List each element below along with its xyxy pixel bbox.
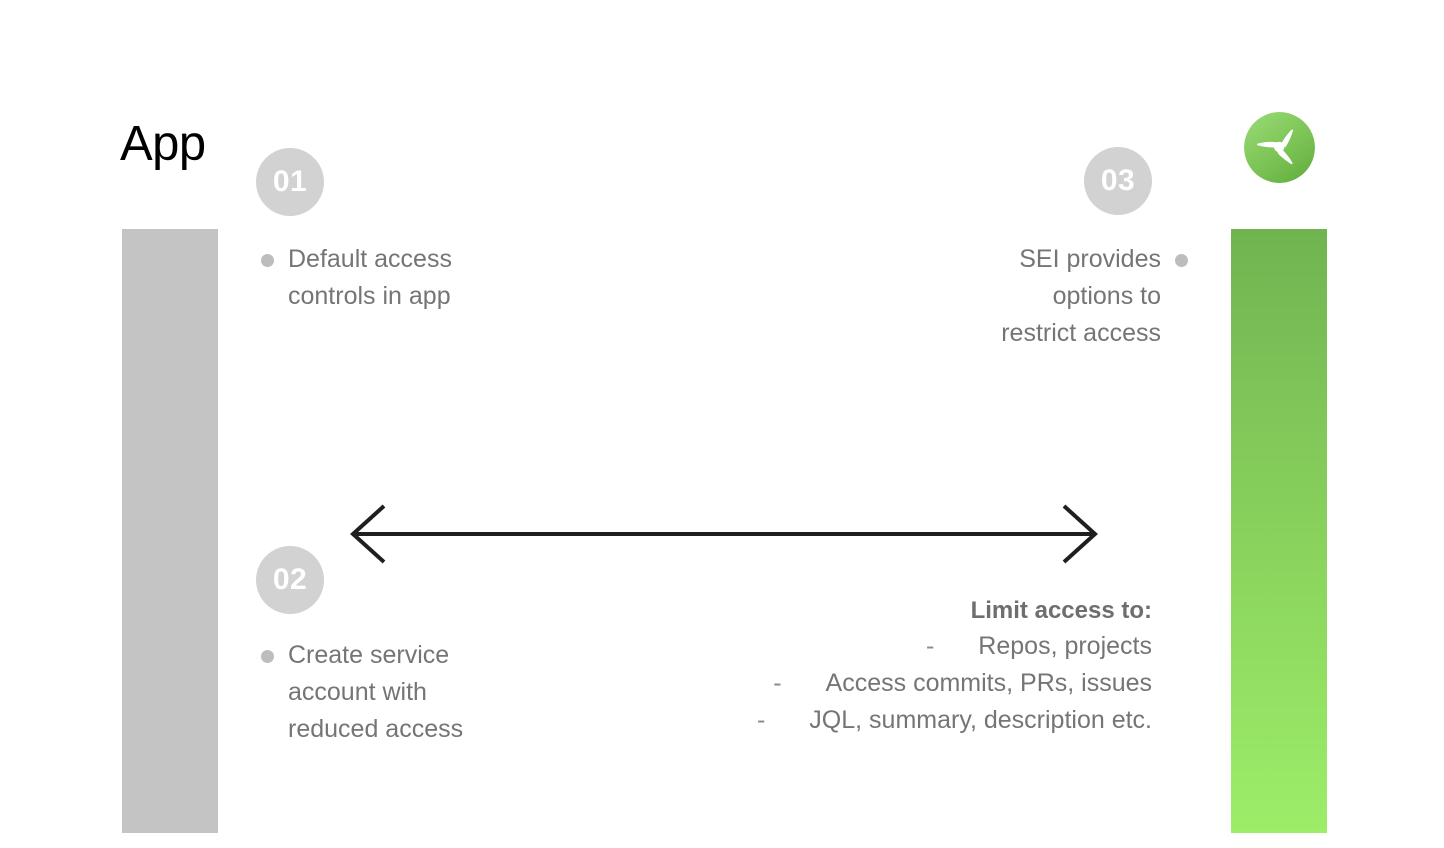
dash-marker: - <box>925 632 935 660</box>
limit-access-item: Access commits, PRs, issues <box>825 669 1152 697</box>
step-badge-02: 02 <box>256 546 324 614</box>
step-badge-03: 03 <box>1084 147 1152 215</box>
dash-marker: - <box>773 669 782 697</box>
step-item-03: SEI provides options to restrict access <box>958 241 1188 352</box>
limit-access-title: Limit access to: <box>970 597 1152 624</box>
dash-marker: - <box>756 706 766 734</box>
limit-access-item: JQL, summary, description etc. <box>809 706 1152 734</box>
app-column-bar <box>122 229 218 833</box>
step-item-02: Create service account with reduced acce… <box>261 637 463 748</box>
limit-access-row: - JQL, summary, description etc. <box>652 702 1152 739</box>
step-text-01: Default access controls in app <box>288 245 452 310</box>
limit-access-row: - Access commits, PRs, issues <box>652 665 1152 702</box>
bullet-dot-icon <box>261 254 274 267</box>
limit-access-item: Repos, projects <box>978 632 1152 660</box>
limit-access-list: Limit access to: - Repos, projects - Acc… <box>652 594 1152 739</box>
step-text-02: Create service account with reduced acce… <box>288 641 464 743</box>
limit-access-row: - Repos, projects <box>652 628 1152 665</box>
sei-column-bar <box>1231 229 1327 833</box>
bidirectional-arrow <box>344 498 1104 570</box>
step-badge-01: 01 <box>256 148 324 216</box>
step-item-01: Default access controls in app <box>261 241 452 315</box>
bullet-dot-icon <box>1175 254 1188 267</box>
page-title: App <box>120 117 206 171</box>
propeller-icon <box>1244 112 1315 183</box>
bullet-dot-icon <box>261 650 274 663</box>
step-text-03: SEI provides options to restrict access <box>1001 245 1161 347</box>
